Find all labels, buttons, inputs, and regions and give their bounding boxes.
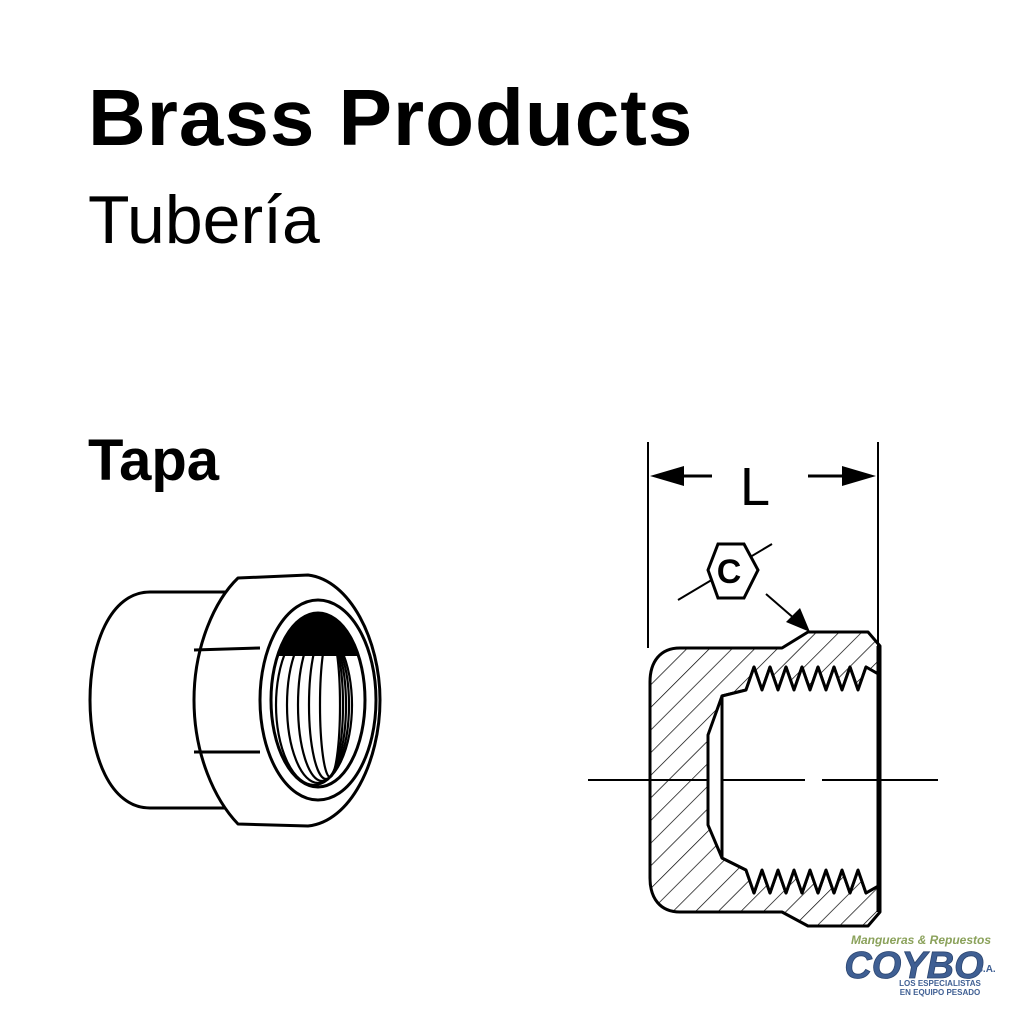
hex-symbol-icon xyxy=(706,542,760,600)
logo-suffix: S.A. xyxy=(976,964,996,975)
length-label: L xyxy=(740,457,770,517)
internal-threads xyxy=(274,623,354,787)
leader-arrow-icon xyxy=(786,608,810,632)
page-subtitle: Tubería xyxy=(88,182,320,258)
product-name: Tapa xyxy=(88,428,220,493)
arrow-left-icon xyxy=(650,466,684,486)
drill-cone xyxy=(706,695,724,859)
page-title: Brass Products xyxy=(88,73,694,162)
cap-body-cylinder xyxy=(88,590,235,810)
logo-tagline: Mangueras & Repuestos xyxy=(851,933,991,947)
cap-section-view: L C xyxy=(588,442,938,928)
logo-slogan-2: EN EQUIPO PESADO xyxy=(900,988,980,997)
logo-slogan-1: LOS ESPECIALISTAS xyxy=(899,979,981,988)
arrow-right-icon xyxy=(842,466,876,486)
cap-isometric-view xyxy=(88,573,382,828)
logo-brand: COYBO xyxy=(844,945,983,987)
leader-line xyxy=(765,593,797,621)
coybo-logo: Mangueras & Repuestos COYBO S.A. LOS ESP… xyxy=(844,933,996,997)
hex-label: C xyxy=(717,553,742,591)
hex-facet-line xyxy=(193,646,261,652)
